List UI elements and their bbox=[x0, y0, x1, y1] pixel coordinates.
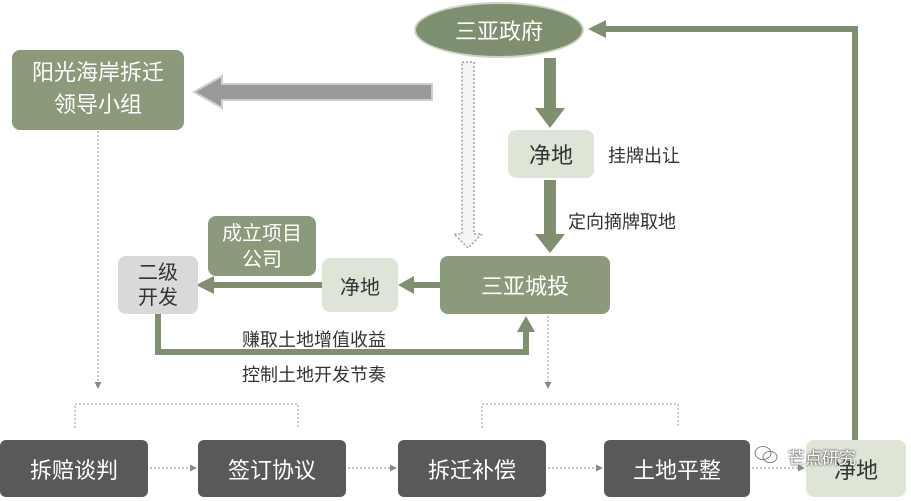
demolition-group-node: 阳光海岸拆迁领导小组 bbox=[12, 50, 184, 130]
control-pace-label: 控制土地开发节奏 bbox=[242, 365, 386, 386]
dotted-bracket-left bbox=[74, 403, 299, 428]
government-node: 三亚政府 bbox=[414, 2, 584, 58]
step-label: 签订协议 bbox=[227, 458, 316, 484]
arrow-government-to-clean-land bbox=[535, 58, 565, 128]
arrow-clean-land-to-city-investment bbox=[535, 180, 565, 253]
arrow-to-demolition-group bbox=[191, 74, 433, 110]
earn-value-label: 赚取土地增值收益 bbox=[242, 330, 386, 351]
arrow-secondary-development-to-city-investment bbox=[155, 314, 535, 355]
step-land-leveling: 土地平整 bbox=[604, 440, 750, 497]
city-investment-label: 三亚城投 bbox=[480, 275, 569, 300]
directional-listing-label: 定向摘牌取地 bbox=[568, 212, 676, 233]
arrow-clean-land-to-secondary-development bbox=[196, 276, 322, 294]
dotted-bracket-right bbox=[481, 403, 679, 428]
demolition-group-label: 阳光海岸拆迁领导小组 bbox=[31, 61, 164, 118]
arrow-city-investment-to-clean-land bbox=[398, 276, 440, 294]
city-investment-node: 三亚城投 bbox=[440, 256, 610, 314]
project-company-label: 成立项目公司 bbox=[222, 221, 302, 271]
watermark-text: 芒点研究 bbox=[788, 449, 856, 469]
dotted-arrow-government-to-city-investment bbox=[452, 61, 484, 250]
step-label: 拆赔谈判 bbox=[29, 458, 118, 484]
step-label: 拆迁补偿 bbox=[427, 458, 516, 484]
clean-land-top-node: 净地 bbox=[508, 130, 594, 178]
clean-land-mid-label: 净地 bbox=[340, 274, 380, 299]
clean-land-top-label: 净地 bbox=[528, 144, 573, 169]
wechat-icon bbox=[754, 445, 778, 464]
secondary-development-node: 二级开发 bbox=[118, 256, 198, 314]
government-label: 三亚政府 bbox=[454, 20, 543, 45]
step-label: 土地平整 bbox=[632, 458, 721, 484]
secondary-development-label: 二级开发 bbox=[138, 260, 178, 309]
listing-transfer-label: 挂牌出让 bbox=[608, 146, 680, 167]
step-sign-agreement: 签订协议 bbox=[198, 440, 346, 497]
clean-land-bottom-label: 净地 bbox=[833, 458, 878, 484]
clean-land-mid-node: 净地 bbox=[322, 258, 398, 312]
step-relocation-compensation: 拆迁补偿 bbox=[398, 440, 546, 497]
step-demolition-negotiation: 拆赔谈判 bbox=[0, 440, 148, 497]
clean-land-bottom-node: 净地 bbox=[806, 440, 906, 497]
project-company-node: 成立项目公司 bbox=[208, 216, 316, 276]
arrow-loop-to-government bbox=[588, 20, 858, 440]
